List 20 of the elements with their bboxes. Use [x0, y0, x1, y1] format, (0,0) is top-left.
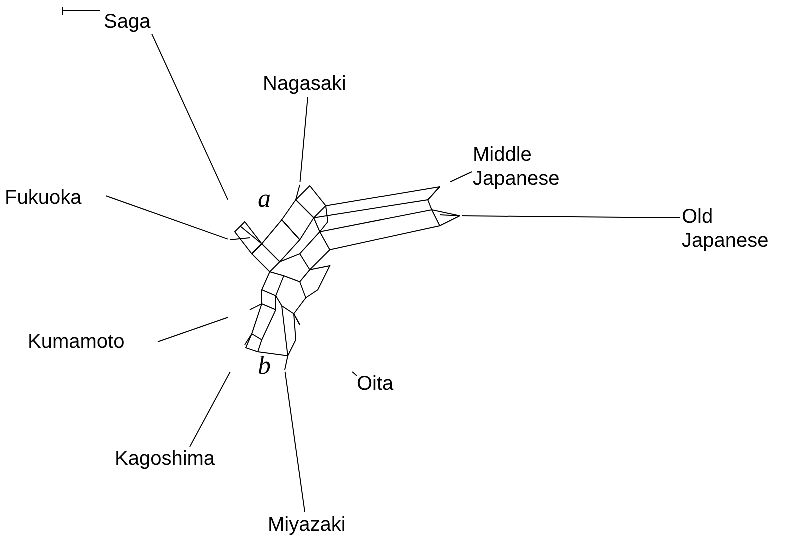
taxon-label: Nagasaki: [263, 72, 346, 96]
taxon-label: Miyazaki: [268, 513, 346, 537]
branch-line: [190, 372, 231, 448]
taxon-label: Oita: [357, 372, 394, 396]
taxon-label: Kagoshima: [115, 447, 216, 471]
taxon-label: Kumamoto: [28, 330, 125, 354]
branch-line: [106, 196, 228, 240]
branch-line: [158, 317, 228, 342]
branch-line: [450, 172, 472, 182]
taxon-label: Middle Japanese: [473, 143, 593, 191]
split-letter: b: [258, 352, 271, 380]
branch-line: [284, 372, 306, 512]
taxon-label: Old Japanese: [682, 205, 792, 253]
branch-line: [152, 34, 228, 200]
branch-line: [462, 216, 680, 218]
split-letter: a: [258, 185, 271, 213]
taxon-label: Fukuoka: [5, 186, 82, 210]
branch-line: [300, 96, 308, 182]
branch-line: [352, 372, 358, 376]
taxon-label: Saga: [104, 10, 151, 34]
